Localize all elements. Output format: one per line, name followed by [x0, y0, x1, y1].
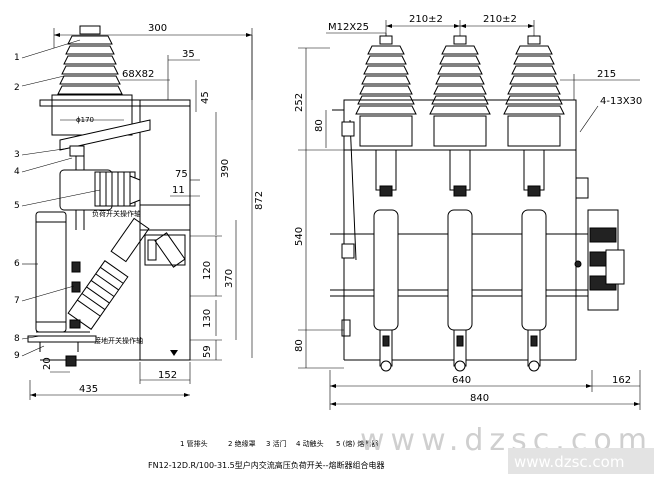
watermark-corner: www.dzsc.com — [514, 453, 624, 471]
dim-130: 130 — [202, 309, 213, 328]
dim-370: 370 — [224, 269, 235, 288]
dim-210-b: 210±2 — [483, 14, 517, 25]
dim-45: 45 — [200, 91, 211, 104]
legend-item-5: 5 (熔) 熔断器 — [336, 439, 378, 448]
svg-text:5: 5 — [14, 201, 20, 211]
insulator-phase-b — [429, 35, 491, 147]
svg-text:7: 7 — [14, 296, 20, 306]
dim-80-top: 80 — [314, 119, 325, 132]
dim-252: 252 — [294, 93, 305, 112]
dim-435: 435 — [79, 384, 98, 395]
dim-59: 59 — [202, 345, 213, 358]
dim-872: 872 — [254, 191, 265, 210]
dim-20: 20 — [42, 357, 53, 370]
legend-item-4: 4 动触头 — [296, 439, 324, 448]
dim-210-a: 210±2 — [409, 14, 443, 25]
insulator-bushing: ϕ170 — [51, 25, 133, 136]
legend: 1 管排头 2 绝缘罩 3 活门 4 动触头 5 (熔) 熔断器 — [180, 439, 378, 448]
dim-80-bottom: 80 — [294, 339, 305, 352]
side-view: 300 35 68X82 45 ϕ170 — [14, 23, 265, 400]
dim-540: 540 — [294, 227, 305, 246]
dim-162: 162 — [612, 375, 631, 386]
legend-item-1: 1 管排头 — [180, 439, 208, 448]
svg-text:9: 9 — [14, 351, 20, 361]
drawing-caption: FN12-12D.R/100-31.5型户内交流高压负荷开关--熔断器组合电器 — [148, 460, 385, 470]
label-load-switch-shaft: 负荷开关操作轴 — [92, 209, 141, 218]
svg-text:3: 3 — [14, 150, 20, 160]
dim-11: 11 — [172, 185, 185, 196]
legend-item-2: 2 绝缘罩 — [228, 439, 256, 448]
insulator-phase-c — [503, 35, 565, 147]
dim-300: 300 — [148, 23, 167, 34]
svg-text:6: 6 — [14, 259, 20, 269]
dim-4-13x30: 4-13X30 — [600, 96, 642, 107]
dim-68x82: 68X82 — [122, 69, 154, 80]
svg-text:2: 2 — [14, 83, 20, 93]
svg-text:8: 8 — [14, 334, 20, 344]
dim-35: 35 — [182, 49, 195, 60]
svg-text:4: 4 — [14, 167, 20, 177]
dim-215: 215 — [597, 69, 616, 80]
front-view: M12X25 210±2 210±2 215 4-13X30 — [294, 14, 642, 410]
dim-390: 390 — [220, 159, 231, 178]
phase-columns — [373, 149, 547, 372]
dim-640: 640 — [452, 375, 471, 386]
label-earth-switch-shaft: 接地开关操作轴 — [94, 336, 143, 345]
insulator-phase-a — [355, 35, 417, 147]
dim-120: 120 — [202, 261, 213, 280]
part-callouts: 1 2 3 4 5 6 7 8 9 — [14, 39, 101, 361]
dim-152: 152 — [158, 370, 177, 381]
svg-text:1: 1 — [14, 53, 20, 63]
dim-75: 75 — [175, 169, 188, 180]
legend-item-3: 3 活门 — [266, 439, 287, 448]
dim-m12x25: M12X25 — [328, 22, 369, 33]
dim-840: 840 — [470, 393, 489, 404]
